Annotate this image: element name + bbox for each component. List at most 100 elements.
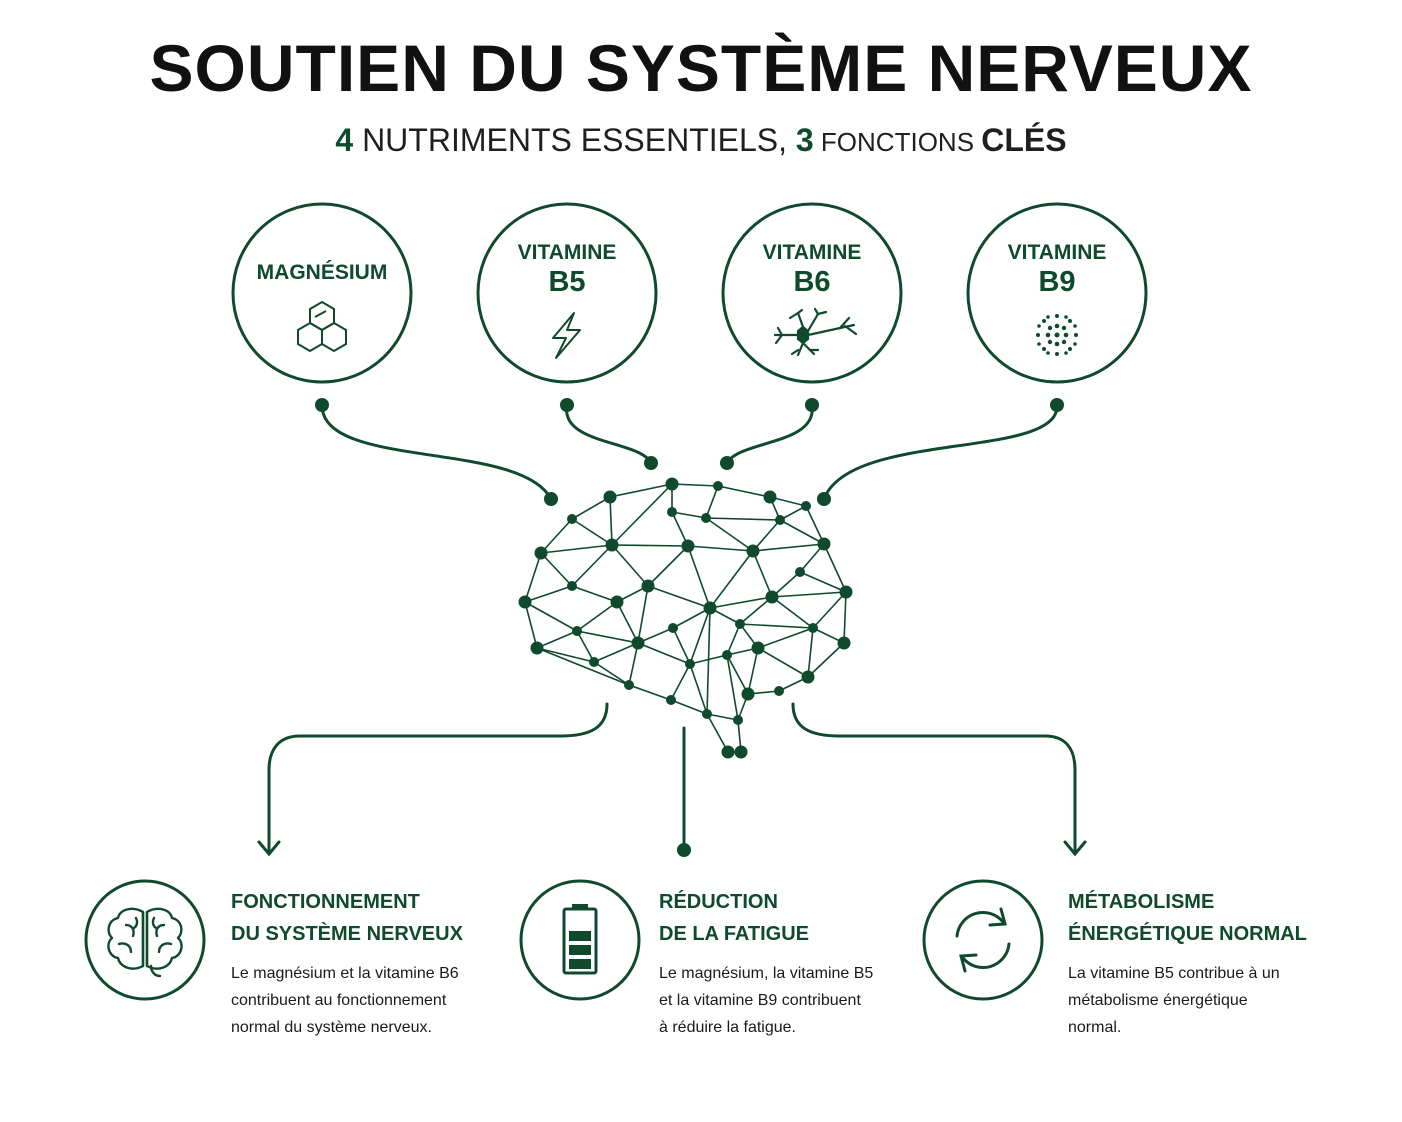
brain-node [681, 539, 695, 553]
brain-edge [706, 607, 711, 715]
brain-edge [705, 517, 754, 552]
description-line: Le magnésium et la vitamine B6 [231, 965, 459, 982]
brain-edge [812, 591, 847, 629]
neuron-icon [773, 307, 858, 357]
connector-dot [677, 843, 691, 857]
description-line: à réduire la fatigue. [659, 1019, 796, 1036]
brain-network-nodes [518, 477, 853, 759]
nutrient-label-line1: MAGNÉSIUM [256, 261, 388, 284]
brain-edge [709, 550, 754, 609]
brain-node [734, 745, 748, 759]
nutrient-circle-b6 [721, 202, 903, 384]
nutrient-circle-b9 [966, 202, 1148, 384]
brain-edge [687, 545, 754, 552]
nutrient-vitamin-b9: VITAMINE B9 [967, 241, 1147, 297]
brain-node [795, 567, 805, 577]
brain-edge [726, 654, 739, 721]
brain-edge [628, 642, 639, 686]
function-description: La vitamine B5 contribue à un métabolism… [1068, 960, 1368, 1041]
brain-edge [576, 601, 618, 632]
brain-node [631, 636, 645, 650]
brain-edge [540, 552, 573, 587]
brain-edge [671, 511, 707, 519]
brain-edge [536, 647, 630, 686]
function-circle-metabolism [922, 879, 1044, 1001]
brain-edge [540, 518, 573, 554]
nutrient-magnesium: MAGNÉSIUM [232, 261, 412, 284]
function-count: 3 [795, 122, 814, 158]
brain-edge [843, 591, 847, 644]
brain-node [775, 515, 785, 525]
brain-edge [647, 545, 689, 587]
lightning-icon [552, 312, 581, 359]
brain-node [751, 641, 765, 655]
brain-edge [609, 483, 673, 498]
nutrient-count: 4 [335, 122, 354, 158]
brain-node [801, 670, 815, 684]
function-fatigue-reduction: RÉDUCTION DE LA FATIGUE Le magnésium, la… [659, 886, 929, 1041]
connector-dot [315, 398, 329, 412]
function-description: Le magnésium, la vitamine B5 et la vitam… [659, 960, 929, 1041]
description-line: normal. [1068, 1019, 1122, 1036]
brain-edge [571, 496, 611, 520]
nutrient-label-line2: B6 [793, 266, 831, 299]
brain-edge [616, 601, 639, 644]
description-line: et la vitamine B9 contribuent [659, 992, 861, 1009]
nutrient-label-line2: B5 [548, 266, 586, 299]
brain-edge [672, 607, 711, 629]
brain-edge [670, 663, 691, 701]
brain-edge [687, 545, 711, 609]
brain-network-edges [524, 483, 847, 753]
brain-edge [771, 591, 847, 598]
description-line: contribuent au fonctionnement [231, 992, 447, 1009]
brain-edge [571, 544, 613, 587]
brain-node [530, 641, 544, 655]
brain-edge [709, 596, 773, 609]
subtitle-text-2: FONCTIONS [813, 127, 982, 157]
brain-edge [609, 496, 613, 546]
brain-edge [747, 647, 759, 695]
function-title-line1: MÉTABOLISME [1068, 891, 1215, 913]
subtitle-text-1: NUTRIMENTS ESSENTIELS, [353, 122, 796, 158]
brain-edge [571, 585, 618, 603]
function-title-line2: DE LA FATIGUE [659, 923, 809, 945]
brain-node [801, 501, 811, 511]
brain-edge [671, 483, 719, 487]
brain-node [666, 695, 676, 705]
brain-node [741, 687, 755, 701]
nutrient-label-line1: VITAMINE [762, 241, 862, 264]
brain-edge [799, 571, 847, 593]
function-title-line2: DU SYSTÈME NERVEUX [231, 923, 463, 945]
brain-edge [524, 601, 578, 632]
brain-edge [752, 550, 773, 598]
brain-edge [611, 544, 689, 547]
nutrient-circle-magnesium [231, 202, 413, 384]
brain-node [667, 507, 677, 517]
brain-edge [672, 627, 691, 665]
brain-edge [807, 642, 845, 678]
brain-node [763, 490, 777, 504]
function-title-line1: FONCTIONNEMENT [231, 891, 420, 913]
function-circle-nervous [84, 879, 206, 1001]
brain-edge [611, 483, 673, 546]
function-connectors [257, 702, 1087, 857]
description-line: Le magnésium, la vitamine B5 [659, 965, 874, 982]
brain-node [567, 581, 577, 591]
function-title-line2: ÉNERGÉTIQUE NORMAL [1068, 923, 1307, 945]
description-line: normal du système nerveux. [231, 1019, 432, 1036]
dot-sphere-icon [1036, 314, 1078, 356]
brain-node [746, 544, 760, 558]
brain-node [685, 659, 695, 669]
nutrient-label-line1: VITAMINE [1007, 241, 1107, 264]
battery-icon [562, 904, 598, 975]
brain-edge [689, 607, 711, 665]
function-nervous-system: FONCTIONNEMENT DU SYSTÈME NERVEUX Le mag… [231, 886, 501, 1041]
brain-edge [739, 623, 814, 629]
nutrient-vitamin-b6: VITAMINE B6 [722, 241, 902, 299]
brain-node [837, 636, 851, 650]
brain-edge [705, 485, 719, 519]
page-title: SOUTIEN DU SYSTÈME NERVEUX [149, 31, 1253, 105]
description-line: métabolisme énergétique [1068, 992, 1248, 1009]
brain-edge [726, 623, 741, 656]
